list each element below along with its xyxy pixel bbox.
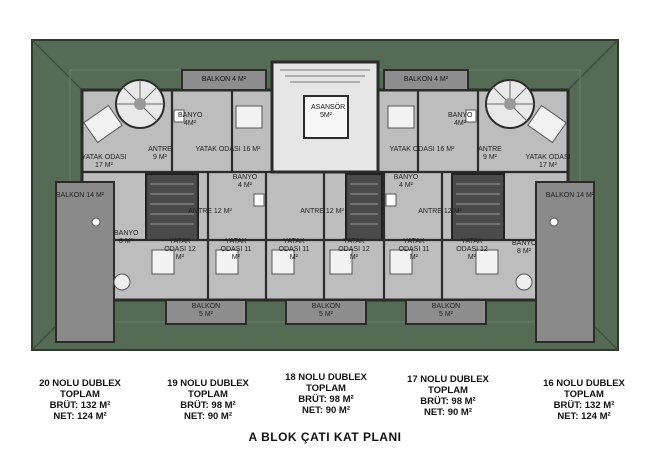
beds [83, 104, 567, 275]
spiral-stair-left [115, 79, 165, 129]
partition-walls [82, 90, 568, 300]
room-balkon-5-b: BALKON 5 M² [311, 303, 341, 318]
core-stairs [280, 69, 370, 83]
unit-net: NET: 124 M² [53, 411, 107, 422]
balcony-bottom-b [285, 299, 367, 325]
room-antre-12-c: ANTRE 12 M² [418, 208, 462, 215]
unit-brut: BRÜT: 98 M² [420, 396, 476, 407]
unit-brut: BRÜT: 132 M² [553, 400, 615, 411]
room-balkon-5-c: BALKON 5 M² [431, 303, 461, 318]
unit-title: 18 NOLU DUBLEX [285, 372, 367, 383]
unit-total: TOPLAM [188, 389, 228, 400]
unit-caption-18: 18 NOLU DUBLEX TOPLAM BRÜT: 98 M² NET: 9… [271, 372, 381, 416]
room-balkon-14-left: BALKON 14 M² [55, 192, 105, 199]
room-balkon-14-right: BALKON 14 M² [545, 192, 595, 199]
terrace-right [535, 181, 595, 343]
unit-title: 17 NOLU DUBLEX [407, 374, 489, 385]
unit-brut: BRÜT: 132 M² [49, 400, 111, 411]
room-banyo-mid-left: BANYO 4 M² [232, 174, 258, 189]
room-yatak-11-c: YATAK ODASI 11 M² [398, 238, 430, 261]
unit-brut: BRÜT: 98 M² [180, 400, 236, 411]
balcony-bottom-c [405, 299, 487, 325]
room-antre-left: ANTRE 9 M² [148, 146, 172, 161]
unit-total: TOPLAM [428, 385, 468, 396]
roof-hip-lines [31, 39, 619, 351]
room-banyo-upper-left: BANYO 4M² [178, 112, 203, 127]
terrace-tables [113, 273, 533, 291]
room-balkon-top-left: BALKON 4 M² [201, 76, 247, 83]
room-banyo-mid-right: BANYO 4 M² [393, 174, 419, 189]
unit-title: 19 NOLU DUBLEX [167, 378, 249, 389]
balcony-bottom-a [165, 299, 247, 325]
balcony-top-left [181, 69, 267, 91]
room-yatak-12-c: YATAK ODASI 12 M² [456, 238, 488, 261]
spiral-stair-right [485, 79, 535, 129]
unit-caption-20: 20 NOLU DUBLEX TOPLAM BRÜT: 132 M² NET: … [25, 378, 135, 422]
stair-core-c [451, 173, 505, 241]
unit-caption-19: 19 NOLU DUBLEX TOPLAM BRÜT: 98 M² NET: 9… [153, 378, 263, 422]
unit-brut: BRÜT: 98 M² [298, 394, 354, 405]
room-banyo-low-right: BANYO 8 M² [512, 240, 537, 255]
unit-title: 20 NOLU DUBLEX [39, 378, 121, 389]
unit-total: TOPLAM [564, 389, 604, 400]
terrace-left [55, 181, 115, 343]
room-yatak-12-b: YATAK ODASI 12 M² [338, 238, 370, 261]
unit-net: NET: 90 M² [301, 405, 351, 416]
unit-net: NET: 90 M² [423, 407, 473, 418]
room-antre-12-a: ANTRE 12 M² [188, 208, 232, 215]
room-balkon-top-right: BALKON 4 M² [403, 76, 449, 83]
balcony-top-right [383, 69, 469, 91]
room-yatak-right-outer: YATAK ODASI 17 M² [525, 154, 571, 169]
unit-caption-16: 16 NOLU DUBLEX TOPLAM BRÜT: 132 M² NET: … [529, 378, 639, 422]
room-antre-12-b: ANTRE 12 M² [300, 208, 344, 215]
room-yatak-11-b: YATAK ODASI 11 M² [278, 238, 310, 261]
stair-treads [150, 183, 500, 225]
room-banyo-low-left: BANYO 8 M² [114, 230, 139, 245]
room-yatak-11-a: YATAK ODASI 11 M² [220, 238, 252, 261]
unit-title: 16 NOLU DUBLEX [543, 378, 625, 389]
unit-net: NET: 90 M² [183, 411, 233, 422]
room-asansor: ASANSÖR 5M² [311, 104, 346, 119]
stair-core-a [145, 173, 199, 241]
unit-caption-17: 17 NOLU DUBLEX TOPLAM BRÜT: 98 M² NET: 9… [393, 374, 503, 418]
room-yatak-left-outer: YATAK ODASI 17 M² [81, 154, 127, 169]
unit-total: TOPLAM [60, 389, 100, 400]
room-yatak-12-a: YATAK ODASI 12 M² [164, 238, 196, 261]
unit-net: NET: 124 M² [557, 411, 611, 422]
elevator-box [303, 95, 349, 139]
room-antre-right: ANTRE 9 M² [478, 146, 502, 161]
room-yatak-16-right: YATAK ODASI 16 M² [389, 146, 455, 153]
bath-fixtures [91, 109, 559, 227]
room-balkon-5-a: BALKON 5 M² [191, 303, 221, 318]
room-yatak-16-left: YATAK ODASI 16 M² [195, 146, 261, 153]
plan-title: A BLOK ÇATI KAT PLANI [248, 430, 402, 444]
room-banyo-upper-right: BANYO 4M² [448, 112, 473, 127]
unit-total: TOPLAM [306, 383, 346, 394]
